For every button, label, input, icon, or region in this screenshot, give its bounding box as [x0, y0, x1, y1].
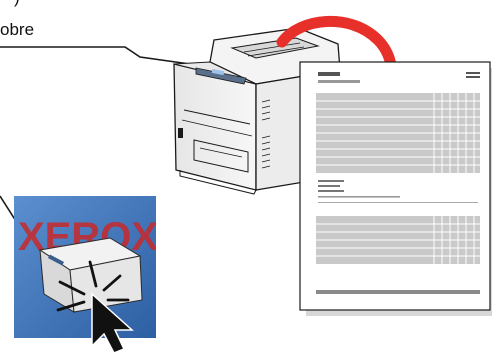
mouse-cursor-icon [91, 292, 134, 353]
configuration-report-page [299, 61, 492, 316]
xerox-printer-icon[interactable]: XEROX [14, 196, 158, 353]
click-burst-icon [56, 260, 130, 312]
caption-line-2: obre [0, 20, 35, 39]
caption-line-1: ) [14, 0, 20, 8]
